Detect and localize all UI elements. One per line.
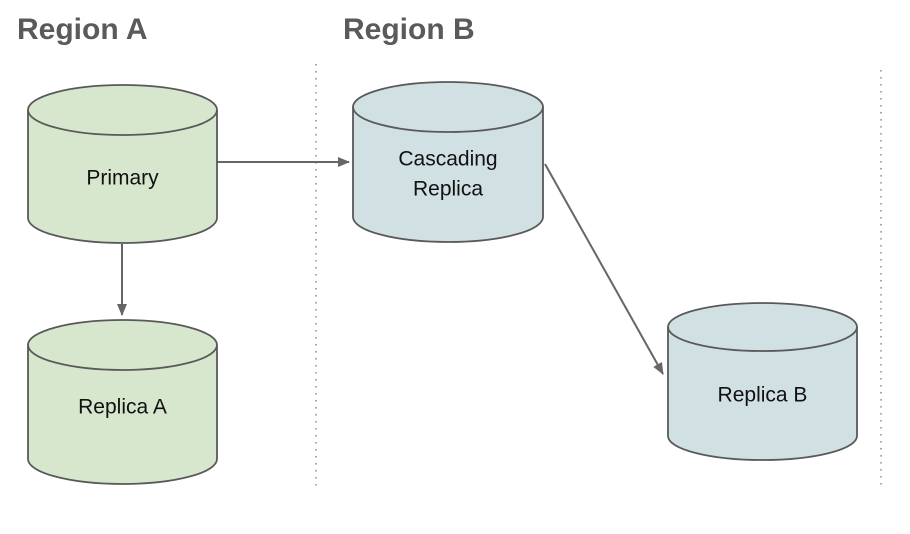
primary-cylinder-body: [27, 110, 218, 244]
cascading-replica-label-line2: Replica: [413, 178, 483, 201]
replica-b-label: Replica B: [718, 384, 808, 407]
cascading-replica-label-line1: Cascading: [398, 148, 497, 171]
region-b-title: Region B: [343, 13, 475, 46]
node-primary: Primary: [27, 84, 218, 244]
replica-b-cylinder-body: [667, 327, 858, 461]
region-a-title: Region A: [17, 13, 148, 46]
replica-b-cylinder-top: [667, 302, 858, 352]
node-cascading-replica: Cascading Replica: [352, 81, 544, 243]
node-replica-a: Replica A: [27, 319, 218, 485]
cascading-replica-cylinder-body: [352, 107, 544, 243]
cascading-replica-cylinder-top: [352, 81, 544, 133]
replica-a-cylinder-body: [27, 345, 218, 485]
primary-label: Primary: [86, 167, 159, 190]
node-replica-b: Replica B: [667, 302, 858, 461]
replica-a-label: Replica A: [78, 396, 167, 419]
edge-cascading-replica-to-replica-b: [544, 163, 664, 375]
primary-cylinder-top: [27, 84, 218, 136]
replica-a-cylinder-top: [27, 319, 218, 371]
